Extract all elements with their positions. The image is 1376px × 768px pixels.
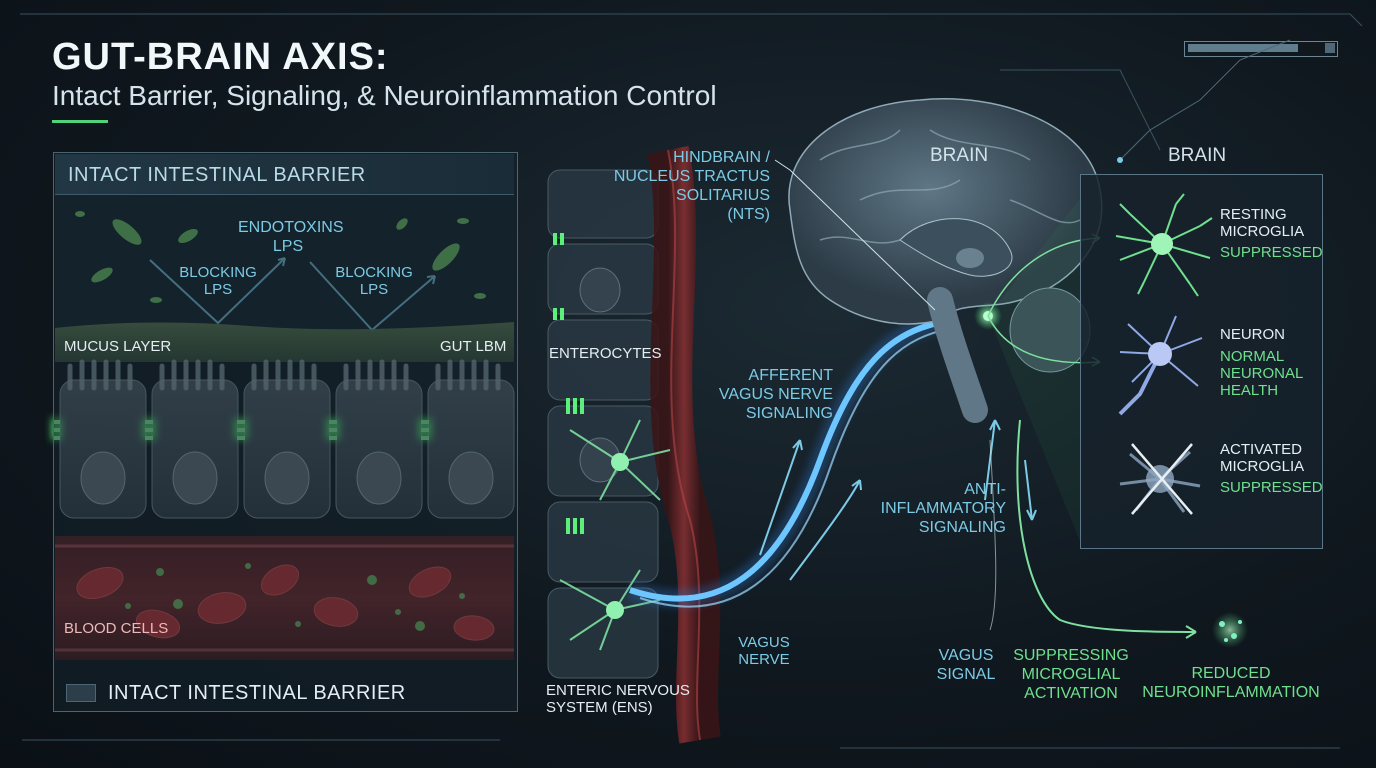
suppressing-microglial-activation-label: SUPPRESSING MICROGLIAL ACTIVATION <box>1013 647 1129 702</box>
enteric-nervous-system-label: ENTERIC NERVOUS SYSTEM (ENS) <box>546 682 690 716</box>
activated-microglia-status: SUPPRESSED <box>1220 479 1323 496</box>
hud-status-fill <box>1188 44 1298 52</box>
intestinal-barrier-footer-label: INTACT INTESTINAL BARRIER <box>108 682 406 704</box>
blood-cells-label: BLOOD CELLS <box>64 620 169 637</box>
resting-microglia-label: RESTING MICROGLIA <box>1220 206 1305 240</box>
hud-status-bar <box>1184 41 1338 57</box>
title-underline <box>52 120 108 123</box>
reduced-neuroinflammation-label: REDUCED NEUROINFLAMMATION <box>1142 665 1320 701</box>
activated-microglia-label: ACTIVATED MICROGLIA <box>1220 441 1305 475</box>
enterocytes-label: ENTEROCYTES <box>549 345 662 362</box>
brain-panel-title: BRAIN <box>1168 145 1227 166</box>
vagus-nerve-label: VAGUS NERVE <box>738 634 790 668</box>
hud-status-dot <box>1325 43 1335 53</box>
page-subtitle: Intact Barrier, Signaling, & Neuroinflam… <box>52 80 717 111</box>
neuron-label: NEURON <box>1220 326 1286 343</box>
intestinal-barrier-header-label: INTACT INTESTINAL BARRIER <box>68 164 366 186</box>
neuron-status: NORMAL NEURONAL HEALTH <box>1220 348 1304 399</box>
resting-microglia-status: SUPPRESSED <box>1220 244 1323 261</box>
blocking-lps-left-label: BLOCKING LPS <box>179 264 257 298</box>
blocking-lps-right-label: BLOCKING LPS <box>335 264 413 298</box>
hindbrain-nts-label: HINDBRAIN / NUCLEUS TRACTUS SOLITARIUS (… <box>613 149 770 223</box>
mucus-layer-label: MUCUS LAYER <box>64 338 172 355</box>
intestinal-barrier-panel-header <box>55 154 514 195</box>
intestinal-barrier-panel <box>53 152 518 712</box>
brain-cells-illustration <box>1115 193 1213 515</box>
endotoxins-label: ENDOTOXINS LPS <box>238 219 344 255</box>
brain-label: BRAIN <box>930 145 989 166</box>
vagus-signal-label: VAGUS SIGNAL <box>936 647 996 683</box>
page-title: GUT-BRAIN AXIS: <box>52 36 389 78</box>
panel-footer-chip <box>66 684 96 702</box>
anti-inflammatory-signaling-label: ANTI- INFLAMMATORY SIGNALING <box>880 481 1006 536</box>
gut-lbm-label: GUT LBM <box>440 338 507 355</box>
afferent-vagus-signaling-label: AFFERENT VAGUS NERVE SIGNALING <box>718 367 833 422</box>
